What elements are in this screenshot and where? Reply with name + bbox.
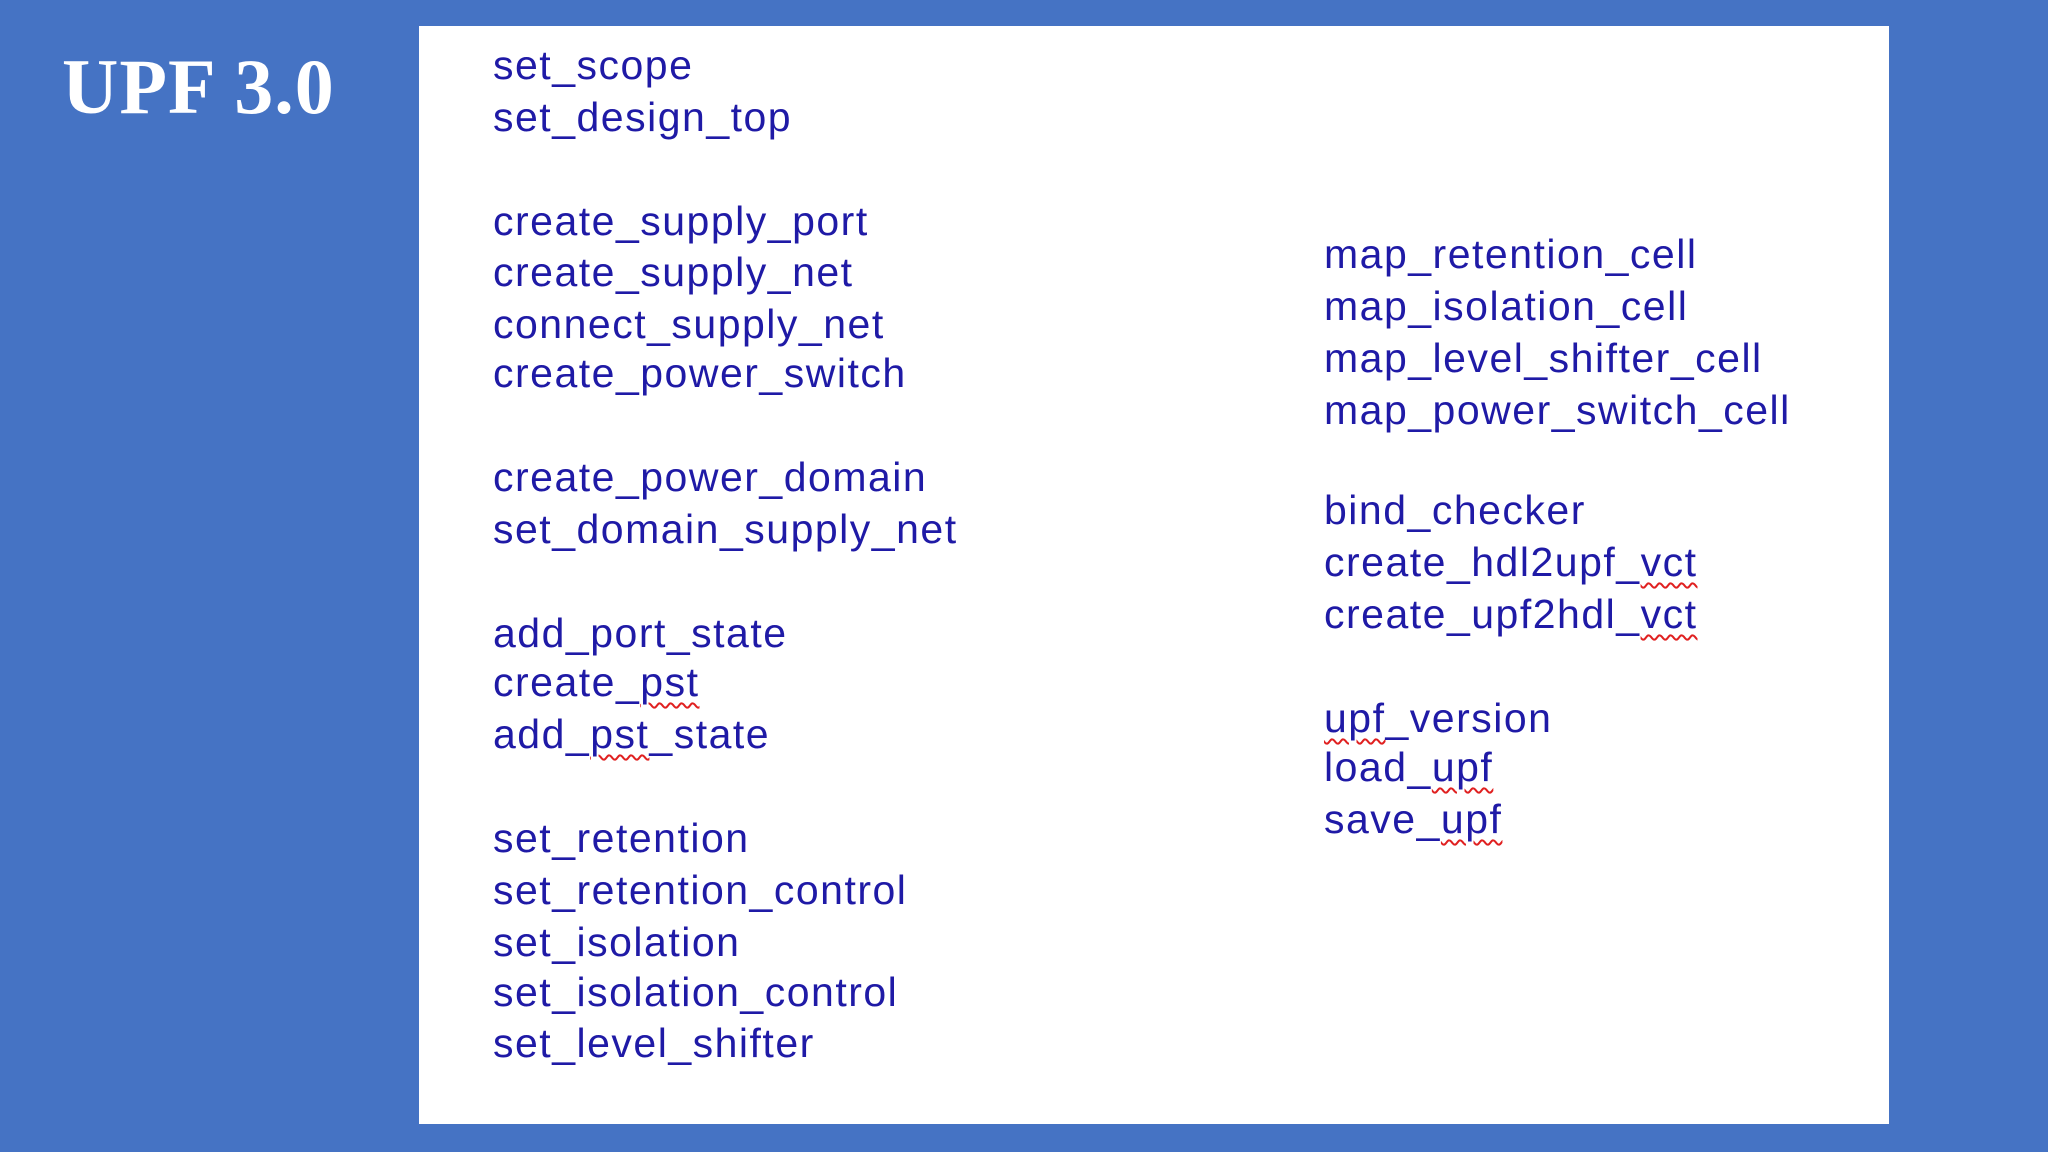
- spellcheck-underline: vct: [1640, 591, 1698, 637]
- command-item: add_port_state: [493, 610, 788, 656]
- command-item: set_retention: [493, 815, 750, 861]
- command-item: set_design_top: [493, 94, 793, 140]
- command-item: bind_checker: [1324, 487, 1586, 533]
- spellcheck-underline: pst: [590, 711, 650, 757]
- command-item: map_level_shifter_cell: [1324, 335, 1763, 381]
- command-item: load_upf: [1324, 744, 1494, 790]
- command-item: save_upf: [1324, 796, 1503, 842]
- command-item: create_power_domain: [493, 454, 928, 500]
- command-item: set_scope: [493, 42, 694, 88]
- command-item: create_supply_port: [493, 198, 869, 244]
- spellcheck-underline: upf: [1431, 744, 1494, 790]
- spellcheck-underline: upf: [1440, 796, 1503, 842]
- spellcheck-underline: vct: [1640, 539, 1698, 585]
- spellcheck-underline: pst: [640, 659, 700, 705]
- command-item: create_pst: [493, 659, 700, 705]
- command-item: map_power_switch_cell: [1324, 387, 1791, 433]
- command-item: create_hdl2upf_vct: [1324, 539, 1698, 585]
- command-item: add_pst_state: [493, 711, 771, 757]
- command-item: set_retention_control: [493, 867, 908, 913]
- command-item: set_isolation_control: [493, 969, 899, 1015]
- command-item: create_supply_net: [493, 249, 854, 295]
- command-item: connect_supply_net: [493, 301, 885, 347]
- command-item: map_retention_cell: [1324, 231, 1698, 277]
- spellcheck-underline: upf: [1324, 695, 1386, 741]
- command-item: map_isolation_cell: [1324, 283, 1689, 329]
- slide-title: UPF 3.0: [62, 43, 335, 130]
- command-item: create_power_switch: [493, 350, 907, 396]
- command-panel: set_scope set_design_top create_supply_por…: [419, 26, 1889, 1124]
- command-item: set_domain_supply_net: [493, 506, 958, 552]
- command-item: set_isolation: [493, 919, 741, 965]
- command-item: upf_version: [1324, 695, 1553, 741]
- command-item: create_upf2hdl_vct: [1324, 591, 1698, 637]
- command-item: set_level_shifter: [493, 1020, 815, 1066]
